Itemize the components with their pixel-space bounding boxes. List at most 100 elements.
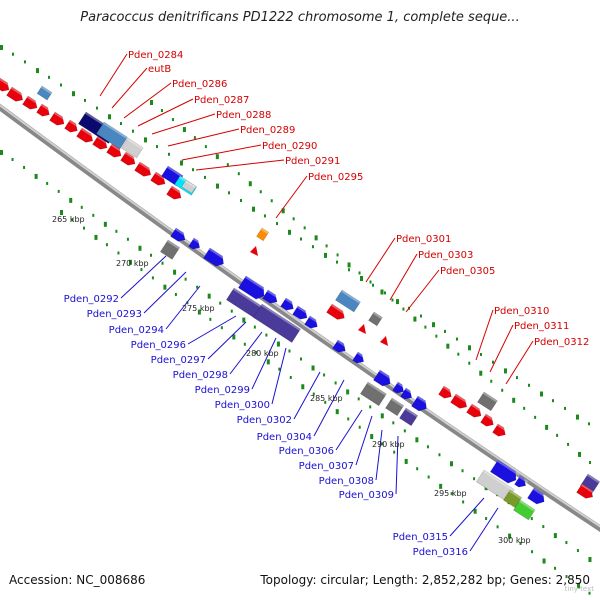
track-dot xyxy=(0,45,3,50)
track-dot xyxy=(92,213,95,217)
track-dot xyxy=(11,157,14,161)
forward-gene xyxy=(380,336,388,346)
tick-label: 280 kbp xyxy=(246,349,279,358)
track-dot xyxy=(108,114,111,120)
track-dot xyxy=(276,222,278,226)
forward-gene xyxy=(22,95,40,110)
track-dot xyxy=(334,381,337,385)
track-dot xyxy=(528,383,530,387)
track-dot xyxy=(588,422,590,426)
track-dot xyxy=(12,52,14,56)
reverse-gene xyxy=(292,305,310,320)
reverse-gene xyxy=(262,289,280,304)
track-dot xyxy=(215,154,219,160)
track-dot xyxy=(473,477,476,481)
leader-line xyxy=(275,175,308,219)
leader-line xyxy=(187,315,237,345)
track-dot xyxy=(324,400,327,404)
gene-label: Pden_0312 xyxy=(534,337,589,348)
gene-label: Pden_0300 xyxy=(215,400,270,411)
reverse-gene xyxy=(170,227,188,242)
track-dot xyxy=(57,189,60,193)
track-dot xyxy=(380,289,384,295)
track-dot xyxy=(36,68,39,74)
track-dot xyxy=(577,583,581,589)
track-dot xyxy=(456,337,458,341)
track-dot xyxy=(369,405,372,409)
track-dot xyxy=(384,291,386,295)
leader-line xyxy=(99,53,128,97)
track-dot xyxy=(138,245,142,251)
leader-line xyxy=(469,507,499,552)
track-dot xyxy=(34,173,38,179)
track-dot xyxy=(197,309,201,315)
forward-gene xyxy=(6,86,26,102)
track-dot xyxy=(192,168,194,172)
track-dot xyxy=(346,389,350,395)
track-dot xyxy=(173,269,177,275)
track-dot xyxy=(186,301,189,305)
track-dot xyxy=(553,533,557,539)
gene-label: Pden_0295 xyxy=(308,172,363,183)
track-dot xyxy=(468,361,471,365)
track-dot xyxy=(161,261,164,265)
track-dot xyxy=(589,460,592,464)
track-dot xyxy=(357,397,360,401)
track-dot xyxy=(404,458,408,464)
track-dot xyxy=(289,375,292,379)
track-dot xyxy=(0,150,3,155)
tick-label: 285 kbp xyxy=(310,394,343,403)
forward-gene xyxy=(166,185,184,200)
leader-line xyxy=(389,253,418,301)
forward-gene xyxy=(492,423,509,437)
leader-line xyxy=(120,255,167,299)
gene-label: Pden_0310 xyxy=(494,306,549,317)
leader-line xyxy=(475,309,494,361)
reverse-gene xyxy=(332,339,349,353)
gene-feature xyxy=(36,85,53,101)
track-dot xyxy=(392,421,395,425)
track-dot xyxy=(180,160,183,166)
track-dot xyxy=(174,292,177,296)
gene-label: eutB xyxy=(148,64,171,75)
track-dot xyxy=(438,453,441,457)
label-leader-lines xyxy=(99,53,534,552)
track-dot xyxy=(171,118,174,122)
tick-label: 295 kbp xyxy=(434,489,467,498)
track-dot xyxy=(530,517,533,521)
dotted-track-lines xyxy=(0,45,592,595)
track-dot xyxy=(72,91,75,97)
reverse-gene xyxy=(514,475,529,488)
gene-feature xyxy=(121,137,144,159)
gene-label: Pden_0301 xyxy=(396,234,451,245)
track-dot xyxy=(516,376,518,380)
track-dot xyxy=(567,442,570,446)
track-dot xyxy=(71,218,74,222)
track-dot xyxy=(565,541,568,545)
track-dot xyxy=(468,345,471,351)
reverse-gene xyxy=(400,387,415,400)
track-dot xyxy=(347,262,351,268)
track-dot xyxy=(578,451,582,457)
track-dot xyxy=(300,357,302,361)
forward-gene xyxy=(64,119,81,133)
leader-line xyxy=(335,409,363,451)
forward-gene xyxy=(36,103,53,117)
leader-line xyxy=(165,285,201,330)
track-dot xyxy=(325,244,328,248)
track-dot xyxy=(381,442,384,446)
reverse-gene xyxy=(527,487,548,505)
reverse-gene xyxy=(238,275,268,300)
track-dot xyxy=(160,109,163,113)
track-dot xyxy=(226,163,229,167)
track-dot xyxy=(420,314,422,318)
reverse-gene xyxy=(304,315,321,329)
track-dot xyxy=(564,406,566,410)
track-dot xyxy=(508,533,512,539)
gene-label: Pden_0304 xyxy=(257,432,312,443)
track-dot xyxy=(209,317,212,321)
track-dot xyxy=(301,384,305,390)
reverse-gene xyxy=(352,351,367,364)
track-dot xyxy=(480,353,482,356)
track-dot xyxy=(450,492,453,496)
